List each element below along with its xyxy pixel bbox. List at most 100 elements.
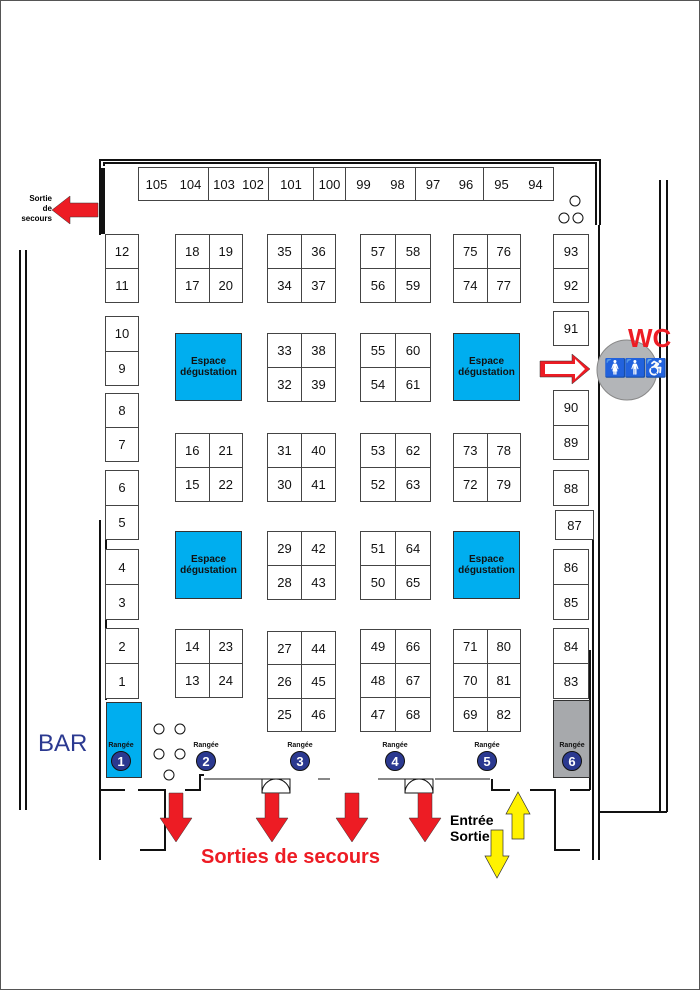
booth-38: 38 — [301, 333, 336, 368]
booth-51: 51 — [360, 531, 396, 566]
booth-78: 78 — [486, 433, 521, 468]
booth-16: 16 — [175, 433, 210, 468]
entrance-label: Entrée Sortie — [450, 812, 494, 844]
booth-52: 52 — [360, 467, 396, 502]
wc-label: WC — [628, 323, 672, 353]
booth-66: 66 — [395, 629, 431, 664]
booth-26: 26 — [267, 664, 302, 699]
booth-48: 48 — [360, 663, 396, 698]
booth-37: 37 — [301, 268, 336, 303]
booth-3: 3 — [105, 584, 139, 620]
booth-7: 7 — [105, 427, 139, 462]
row-label: Rangée — [382, 742, 408, 749]
booth-104: 104 — [173, 167, 209, 201]
booth-49: 49 — [360, 629, 396, 664]
booth-92: 92 — [553, 268, 589, 303]
booth-75: 75 — [453, 234, 488, 269]
row-label: Rangée — [108, 742, 134, 749]
booth-43: 43 — [301, 565, 336, 600]
booth-8: 8 — [105, 393, 139, 428]
entrance-text: Sortie — [450, 828, 490, 844]
booth-31: 31 — [267, 433, 302, 468]
booth-58: 58 — [395, 234, 431, 269]
booth-89: 89 — [553, 424, 589, 460]
booth-5: 5 — [105, 504, 139, 540]
booth-17: 17 — [175, 268, 210, 303]
tasting-label: Espace — [190, 554, 227, 565]
booth-85: 85 — [553, 584, 589, 620]
booth-73: 73 — [453, 433, 488, 468]
booth-103: 103 — [208, 167, 239, 201]
entrance-text: Entrée — [450, 812, 494, 828]
booth-102: 102 — [238, 167, 269, 201]
booth-76: 76 — [486, 234, 521, 269]
row-label: Rangée — [474, 742, 500, 749]
booth-96: 96 — [449, 167, 484, 201]
booth-47: 47 — [360, 697, 396, 732]
booth-94: 94 — [518, 167, 554, 201]
booth-98: 98 — [380, 167, 416, 201]
tasting-label: dégustation — [180, 367, 237, 378]
booth-62: 62 — [395, 433, 431, 468]
booth-14: 14 — [175, 629, 210, 664]
booth-97: 97 — [415, 167, 450, 201]
booth-15: 15 — [175, 467, 210, 502]
booth-55: 55 — [360, 333, 396, 368]
booth-4: 4 — [105, 549, 139, 585]
booth-36: 36 — [301, 234, 336, 269]
booth-77: 77 — [486, 268, 521, 303]
booth-70: 70 — [453, 663, 488, 698]
booth-79: 79 — [486, 467, 521, 502]
booth-88: 88 — [553, 470, 589, 506]
booth-91: 91 — [553, 311, 589, 346]
booth-9: 9 — [105, 350, 139, 386]
booth-84: 84 — [553, 628, 589, 664]
booth-30: 30 — [267, 467, 302, 502]
booth-44: 44 — [301, 631, 336, 666]
tasting-label: Espace — [190, 356, 227, 367]
booth-71: 71 — [453, 629, 488, 664]
booth-20: 20 — [208, 268, 243, 303]
booth-28: 28 — [267, 565, 302, 600]
booth-40: 40 — [301, 433, 336, 468]
booth-10: 10 — [105, 316, 139, 352]
booth-64: 64 — [395, 531, 431, 566]
booth-35: 35 — [267, 234, 302, 269]
booth-46: 46 — [301, 697, 336, 732]
booth-101: 101 — [268, 167, 314, 201]
booth-81: 81 — [486, 663, 521, 698]
booth-54: 54 — [360, 367, 396, 402]
row-label: Rangée — [193, 742, 219, 749]
booth-93: 93 — [553, 234, 589, 269]
row-label: Rangée — [287, 742, 313, 749]
booth-18: 18 — [175, 234, 210, 269]
booth-22: 22 — [208, 467, 243, 502]
booth-19: 19 — [208, 234, 243, 269]
emergency-exits-label: Sorties de secours — [201, 846, 380, 868]
booth-74: 74 — [453, 268, 488, 303]
booth-23: 23 — [208, 629, 243, 664]
bar-label: BAR — [38, 730, 88, 757]
tasting-label: Espace — [468, 554, 505, 565]
booth-33: 33 — [267, 333, 302, 368]
booth-57: 57 — [360, 234, 396, 269]
booth-53: 53 — [360, 433, 396, 468]
booth-29: 29 — [267, 531, 302, 566]
exit-text: Sortie — [29, 194, 52, 203]
booth-83: 83 — [553, 663, 589, 699]
row-number-1: 1 — [111, 751, 131, 771]
booth-90: 90 — [553, 390, 589, 426]
booth-69: 69 — [453, 697, 488, 732]
booth-99: 99 — [345, 167, 381, 201]
emergency-exit-left: Sortie de secours — [8, 194, 52, 224]
booth-56: 56 — [360, 268, 396, 303]
booth-27: 27 — [267, 631, 302, 666]
tasting-label: dégustation — [458, 367, 515, 378]
booth-32: 32 — [267, 367, 302, 402]
booth-95: 95 — [483, 167, 519, 201]
booth-65: 65 — [395, 565, 431, 600]
